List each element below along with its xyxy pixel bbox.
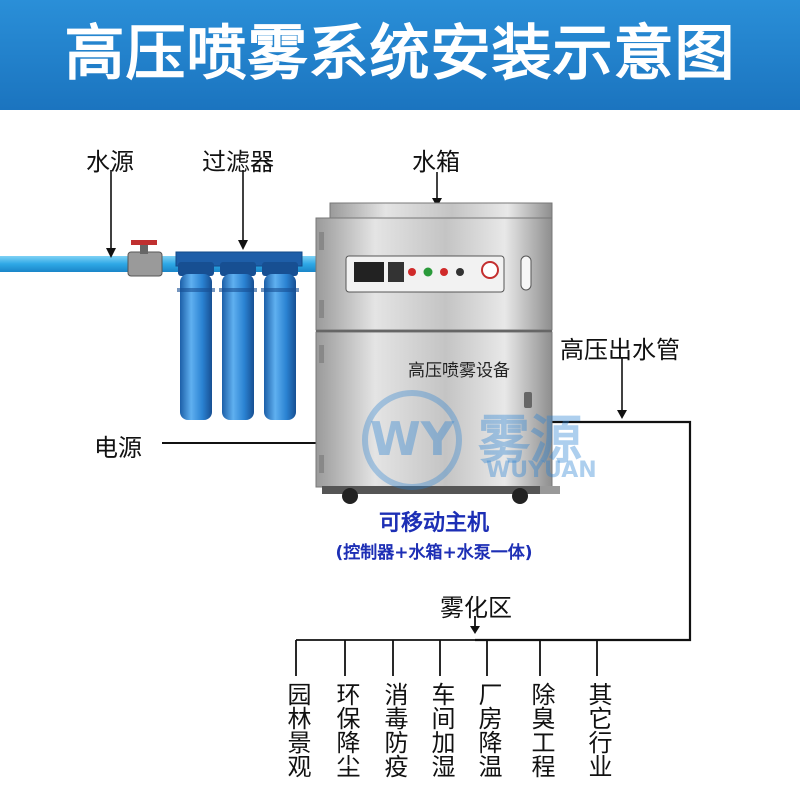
high-pressure-pipe: [475, 420, 692, 642]
switch-knob-icon: [456, 268, 464, 276]
application-disinfection: 消毒防疫: [380, 682, 408, 778]
indicator-red-icon: [408, 268, 416, 276]
watermark-en: WUYUAN: [486, 458, 597, 483]
display-screen: [354, 262, 384, 282]
filter-cartridge-3: [261, 262, 299, 420]
application-deodorize: 除臭工程: [527, 682, 555, 778]
machine-subcaption: (控制器+水箱+水泵一体): [335, 543, 533, 563]
water-source-label: 水源: [86, 148, 134, 176]
filter-label: 过滤器: [202, 148, 274, 176]
watermark-cn: 雾源: [478, 411, 583, 471]
title-banner: 高压喷雾系统安装示意图: [0, 0, 800, 110]
power-label: 电源: [94, 434, 142, 462]
high-pressure-pipe-label: 高压出水管: [560, 336, 680, 364]
machine-panel-text: 高压喷雾设备: [408, 361, 510, 381]
door-lock-icon: [524, 392, 532, 408]
valve-icon: [127, 240, 163, 277]
pressure-gauge-icon: [481, 261, 499, 279]
machine-caption: 可移动主机: [378, 511, 489, 536]
indicator-red2-icon: [440, 268, 448, 276]
filter-cartridge-2: [219, 262, 257, 420]
water-tank-label: 水箱: [412, 148, 460, 176]
application-humidify: 车间加湿: [427, 682, 455, 778]
filter-cartridge-1: [177, 262, 215, 420]
indicator-green-icon: [423, 267, 433, 277]
watermark-logo: WY: [362, 390, 462, 490]
application-garden: 园林景观: [283, 682, 311, 778]
level-window: [520, 255, 532, 291]
wheel-icon: [342, 488, 358, 504]
mist-zone-label: 雾化区: [440, 594, 512, 622]
application-cooling: 厂房降温: [474, 682, 502, 778]
application-other: 其它行业: [584, 682, 612, 778]
application-dust: 环保降尘: [332, 682, 360, 778]
page-title: 高压喷雾系统安装示意图: [64, 19, 736, 89]
branch-lines: [295, 616, 598, 676]
wheel-icon: [512, 488, 528, 504]
